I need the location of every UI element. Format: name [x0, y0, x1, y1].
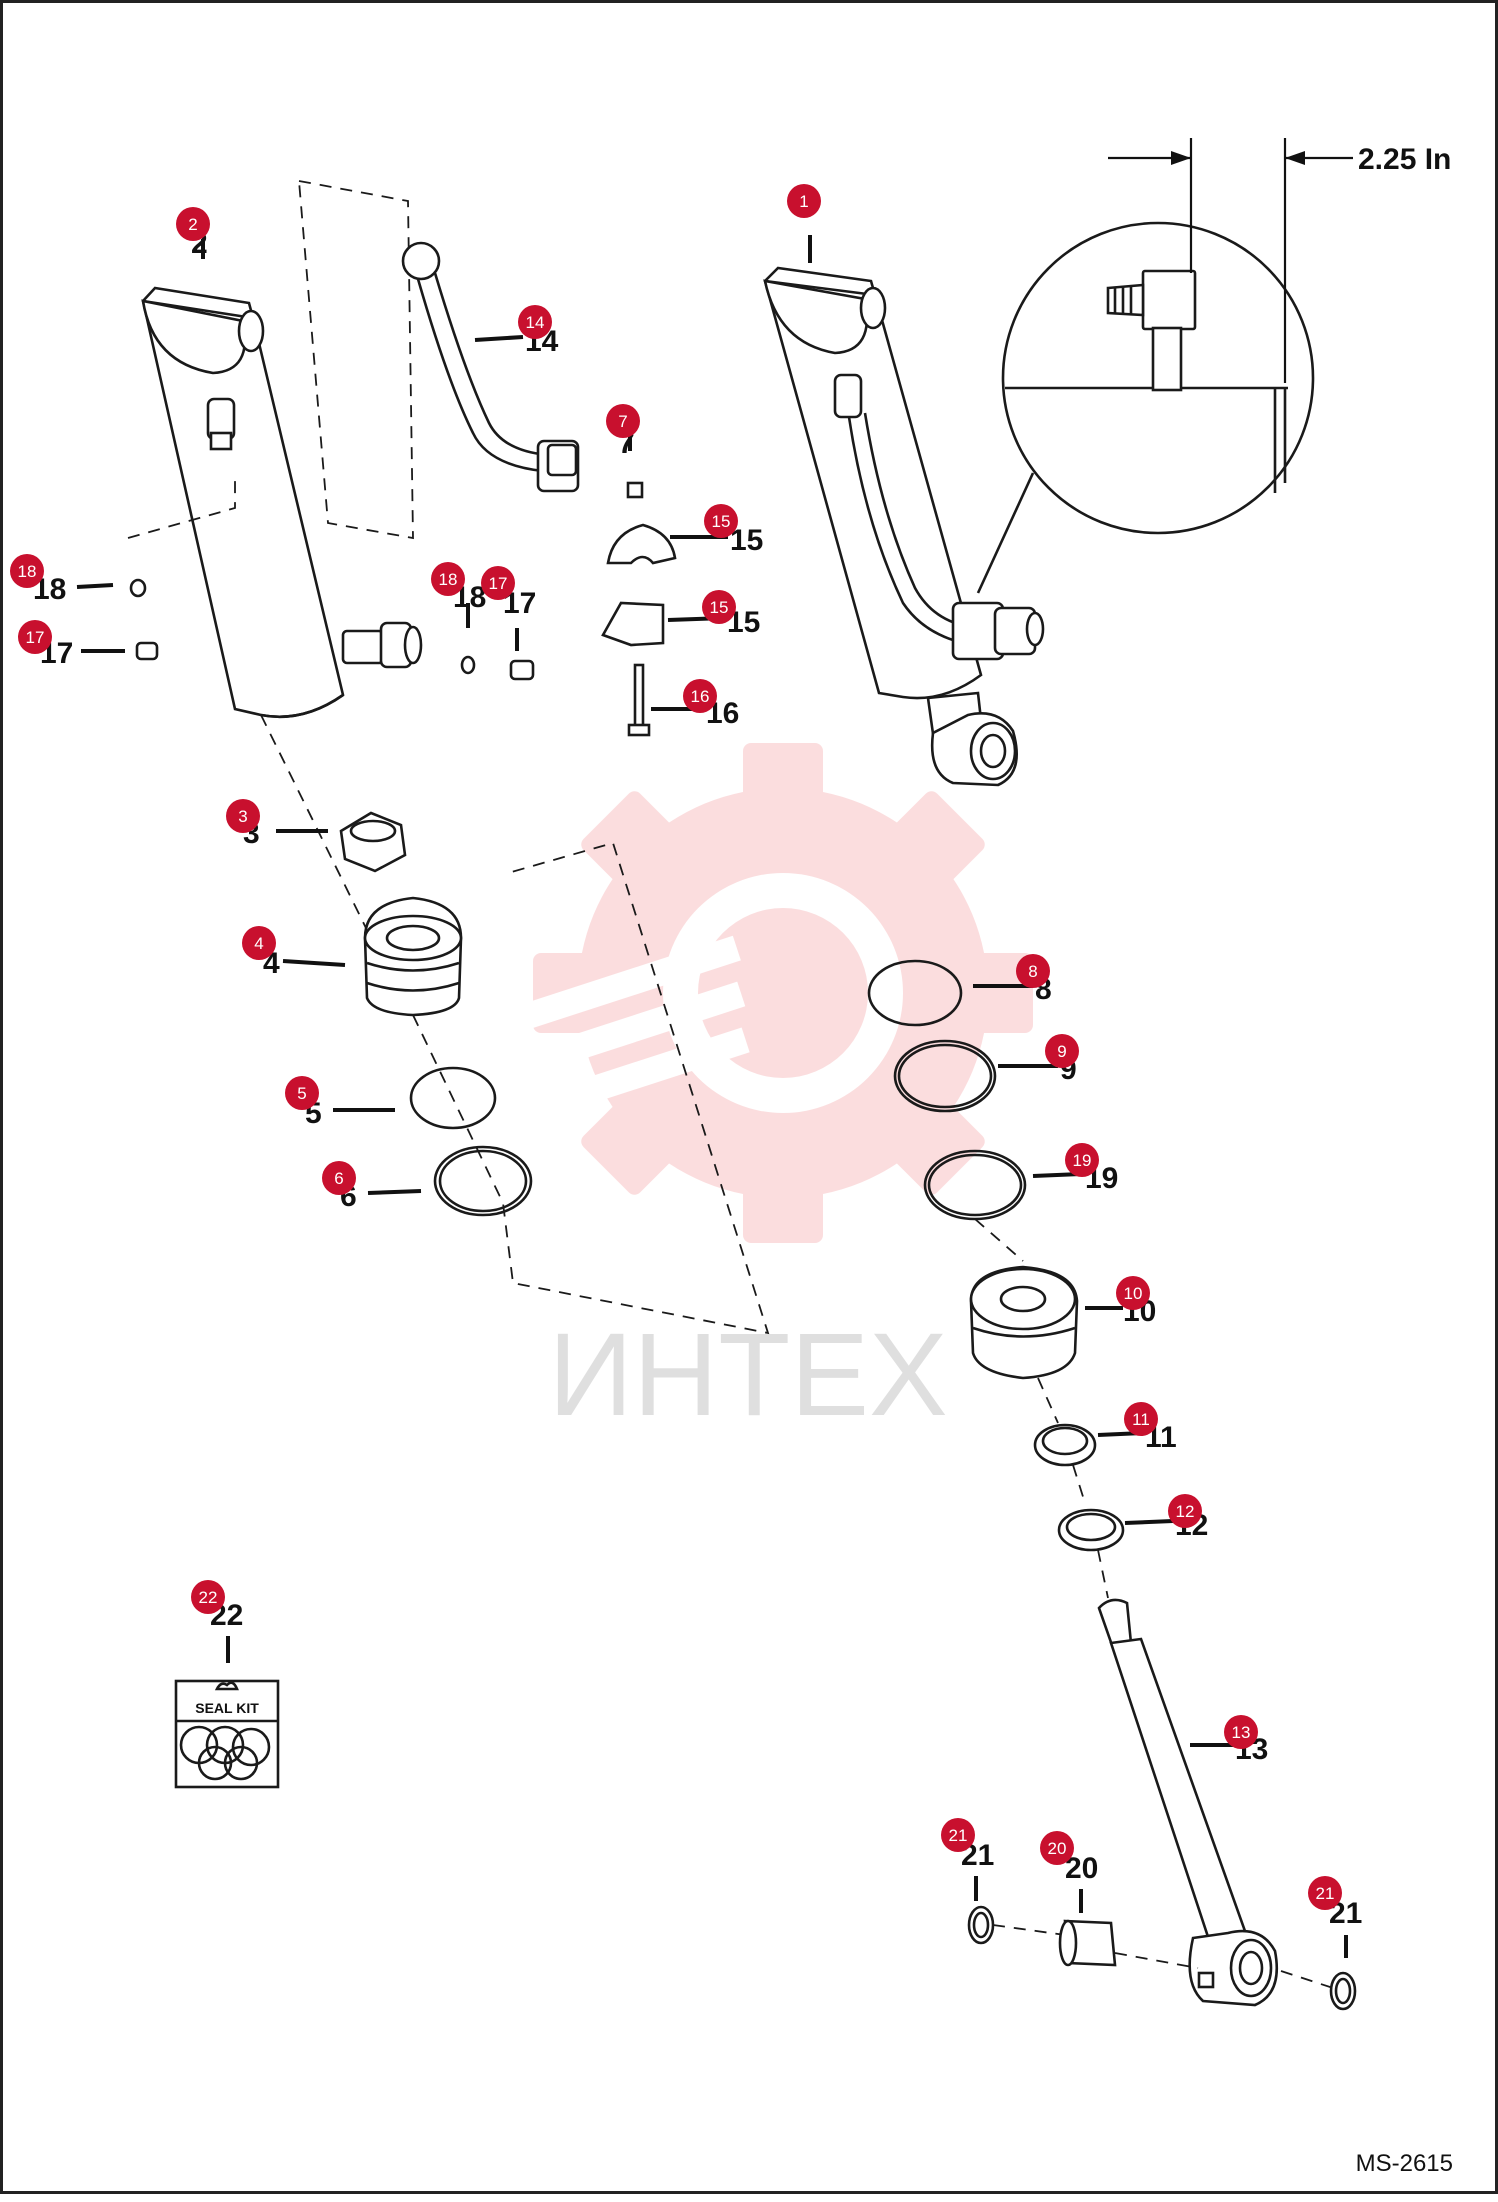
- parts-diagram: ИНТЕХ: [10, 138, 1453, 2177]
- callout-5: 5: [285, 1076, 319, 1110]
- svg-text:13: 13: [1232, 1723, 1251, 1742]
- guide-dash-axis-right: [974, 1218, 1024, 1262]
- svg-text:1: 1: [799, 192, 808, 211]
- wiper-11: [1033, 1423, 1097, 1467]
- callout-12: 12: [1168, 1494, 1202, 1528]
- svg-text:17: 17: [26, 628, 45, 647]
- callout-18a: 18: [10, 554, 44, 588]
- guide-dash-axis-right-3: [1072, 1464, 1086, 1504]
- svg-text:21: 21: [1316, 1884, 1335, 1903]
- seal-9: [893, 1039, 997, 1113]
- svg-text:16: 16: [691, 687, 710, 706]
- watermark-text: ИНТЕХ: [548, 1309, 948, 1441]
- callout-15a: 15: [704, 504, 738, 538]
- gland-nut-illustration: [339, 811, 407, 873]
- clamp-illustration: [601, 481, 677, 737]
- svg-text:19: 19: [1073, 1151, 1092, 1170]
- seal-kit-label: SEAL KIT: [195, 1700, 259, 1716]
- callout-6: 6: [322, 1161, 356, 1195]
- guide-dash-seals-left: [412, 841, 770, 1335]
- svg-text:22: 22: [199, 1588, 218, 1607]
- callout-4: 4: [242, 926, 276, 960]
- svg-text:3: 3: [238, 807, 247, 826]
- callout-10: 10: [1116, 1276, 1150, 1310]
- piston-10-illustration: [969, 1265, 1079, 1380]
- guide-dash-fitting: [127, 473, 236, 539]
- svg-text:4: 4: [254, 934, 263, 953]
- svg-text:15: 15: [712, 512, 731, 531]
- svg-text:9: 9: [1057, 1042, 1066, 1061]
- svg-text:20: 20: [1048, 1839, 1067, 1858]
- plug-17-left: [135, 641, 159, 661]
- svg-text:5: 5: [297, 1084, 306, 1103]
- o-ring-18-left: [129, 578, 147, 598]
- svg-text:17: 17: [489, 574, 508, 593]
- callout-19: 19: [1065, 1143, 1099, 1177]
- guide-dash-pivot: [992, 1924, 1334, 1989]
- svg-text:2: 2: [188, 215, 197, 234]
- svg-text:11: 11: [1132, 1410, 1150, 1429]
- drawing-code: MS-2615: [1356, 2150, 1453, 2177]
- seal-12: [1057, 1508, 1125, 1552]
- svg-text:15: 15: [710, 598, 729, 617]
- callout-16: 16: [683, 679, 717, 713]
- o-ring-6: [433, 1145, 533, 1217]
- guide-dash-axis-right-2: [1037, 1377, 1059, 1424]
- cylinder-barrel-illustration: [141, 286, 423, 719]
- callout-14: 14: [518, 305, 552, 339]
- svg-text:6: 6: [334, 1169, 343, 1188]
- seal-8: [867, 959, 963, 1027]
- o-ring-5: [409, 1066, 497, 1130]
- cylinder-assembly-illustration: [763, 266, 1045, 787]
- callout-badges: 1 2 3 4 5 6 7 8 9 10 11 12 13 14 15 15 1…: [10, 184, 1342, 1910]
- callout-9: 9: [1045, 1034, 1079, 1068]
- svg-text:10: 10: [1124, 1284, 1143, 1303]
- svg-text:18: 18: [439, 570, 458, 589]
- rod-illustration: [1097, 1598, 1279, 2007]
- callout-3: 3: [226, 799, 260, 833]
- callout-20: 20: [1040, 1831, 1074, 1865]
- callout-21b: 21: [1308, 1876, 1342, 1910]
- svg-text:14: 14: [526, 313, 545, 332]
- svg-text:18: 18: [18, 562, 37, 581]
- guide-dash-axis-right-4: [1097, 1549, 1109, 1599]
- plug-17-right: [509, 659, 535, 681]
- piston-illustration: [363, 896, 463, 1017]
- callout-15b: 15: [702, 590, 736, 624]
- dimension-marks: [1108, 138, 1353, 383]
- callout-17a: 17: [18, 620, 52, 654]
- callout-17b: 17: [481, 566, 515, 600]
- callout-7: 7: [606, 404, 640, 438]
- callout-2: 2: [176, 207, 210, 241]
- guide-dash-tube: [298, 179, 414, 540]
- svg-text:21: 21: [949, 1826, 968, 1845]
- hydraulic-tube-illustration: [401, 241, 580, 493]
- svg-text:7: 7: [618, 412, 627, 431]
- dimension-label: 2.25 In: [1358, 143, 1451, 176]
- callout-13: 13: [1224, 1715, 1258, 1749]
- callout-18b: 18: [431, 562, 465, 596]
- callout-21a: 21: [941, 1818, 975, 1852]
- seal-kit-illustration: [174, 1679, 280, 1789]
- callout-8: 8: [1016, 954, 1050, 988]
- o-ring-18-right: [460, 655, 476, 675]
- callout-11: 11: [1124, 1402, 1158, 1436]
- callout-1: 1: [787, 184, 821, 218]
- svg-text:12: 12: [1176, 1502, 1195, 1521]
- callout-22: 22: [191, 1580, 225, 1614]
- detail-view-circle: [976, 221, 1315, 594]
- watermark-gear-logo: [447, 743, 1033, 1243]
- svg-text:8: 8: [1028, 962, 1037, 981]
